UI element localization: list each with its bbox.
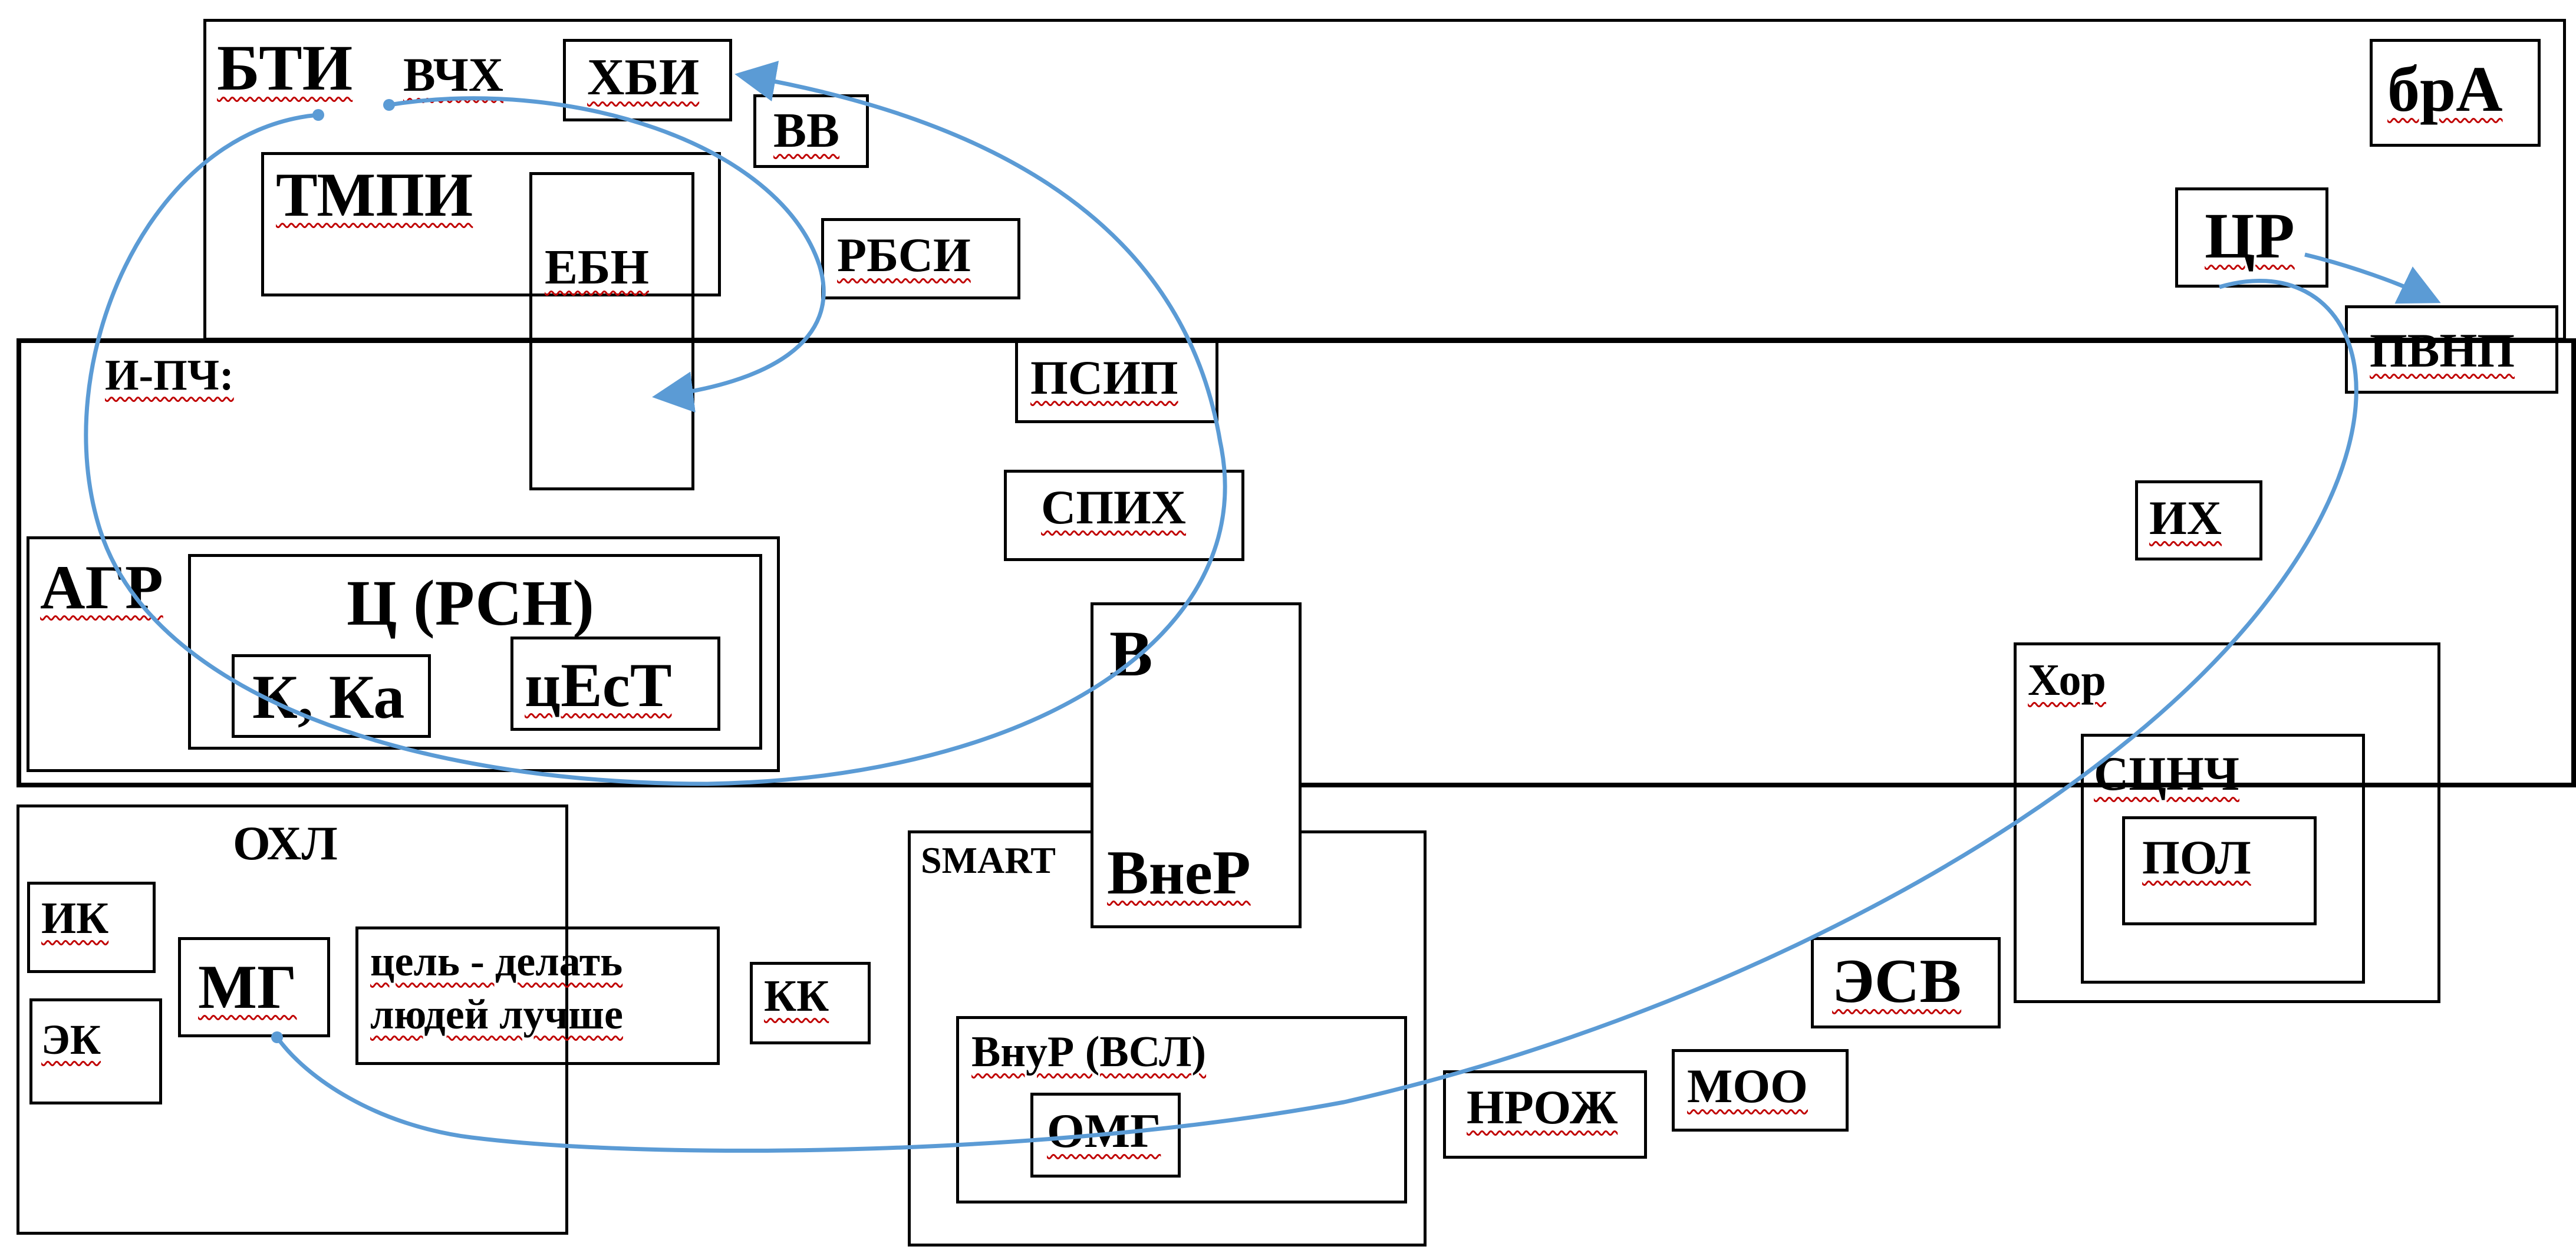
khbi-box — [563, 39, 732, 121]
k-ka-label: К, Ка — [252, 662, 405, 731]
rbsi-box — [821, 218, 1020, 299]
kk-box — [750, 962, 871, 1044]
pvnp-box — [2345, 305, 2558, 394]
ikh-box — [2135, 480, 2262, 560]
nrozh-label: НРОЖ — [1467, 1080, 1618, 1134]
mg-arrow-end-dot — [271, 1031, 283, 1043]
smart-label: SMART — [921, 839, 1056, 881]
ek-label: ЭК — [41, 1016, 101, 1063]
tsest-label: цЕсТ — [525, 651, 672, 720]
loop-arrow-bti-to-khbi — [84, 61, 1227, 786]
bra-label: брА — [2387, 53, 2503, 125]
mg-box — [178, 937, 330, 1037]
omg-box — [1030, 1093, 1181, 1178]
v-vner-box — [1091, 602, 1302, 928]
kk-label: КК — [764, 971, 829, 1021]
arc-arrow-vchkh-to-ebn — [388, 96, 826, 413]
bti-arrow-start-dot — [312, 109, 324, 121]
nrozh-box — [1443, 1070, 1647, 1159]
okhl-region — [17, 804, 568, 1235]
psip-label: ПСИП — [1030, 351, 1178, 404]
tsel-line1: цель - делать — [370, 938, 623, 985]
tsel-line2: людей лучше — [370, 991, 623, 1038]
ebn-label: ЕБН — [545, 240, 649, 295]
spikh-box — [1004, 470, 1244, 561]
mg-label: МГ — [198, 952, 297, 1021]
ebn-box — [529, 172, 694, 490]
ik-box — [27, 882, 156, 973]
khor-label: Хор — [2028, 655, 2106, 705]
vchkh-arrow-start-dot — [383, 99, 395, 111]
tmpi-box — [261, 152, 721, 296]
vner-label: ВнеР — [1107, 838, 1251, 907]
rbsi-label: РБСИ — [837, 228, 971, 282]
spikh-label: СПИХ — [1041, 480, 1186, 534]
okhl-label: ОХЛ — [233, 816, 338, 870]
stsnch-box — [2081, 734, 2365, 984]
ts-rsn-label: Ц (РСН) — [347, 567, 594, 639]
vv-box — [753, 94, 869, 168]
vchkh-label: ВЧХ — [403, 48, 504, 101]
k-ka-box — [232, 654, 431, 738]
vnur-box — [956, 1016, 1407, 1203]
agr-box — [27, 536, 780, 772]
tsel-box — [355, 926, 720, 1065]
arc-tsr-to-mg — [275, 279, 2358, 1153]
tsr-label: ЦР — [2205, 200, 2295, 272]
ek-box — [29, 998, 162, 1104]
esv-box — [1811, 937, 2001, 1028]
esv-label: ЭСВ — [1832, 947, 1962, 1015]
ikh-label: ИХ — [2149, 491, 2222, 545]
tsr-box — [2175, 187, 2328, 288]
tmpi-label: ТМПИ — [276, 160, 473, 229]
arrow-tsr-to-pvnp — [2304, 252, 2441, 304]
pol-box — [2122, 816, 2317, 925]
i-pch-label: И-ПЧ: — [105, 351, 234, 400]
khbi-label: ХБИ — [587, 49, 700, 106]
bra-box — [2370, 39, 2541, 147]
stsnch-label: СЦНЧ — [2094, 747, 2239, 800]
vnur-label: ВнуР (ВСЛ) — [971, 1028, 1207, 1076]
moo-label: МОО — [1687, 1059, 1808, 1113]
psip-box — [1015, 338, 1218, 423]
vv-label: ВВ — [773, 103, 840, 158]
tsest-box — [510, 637, 720, 731]
pvnp-label: ПВНП — [2370, 324, 2515, 377]
ik-label: ИК — [41, 893, 109, 943]
bti-label: БТИ — [217, 32, 353, 104]
moo-box — [1672, 1049, 1849, 1132]
pol-label: ПОЛ — [2142, 830, 2251, 884]
